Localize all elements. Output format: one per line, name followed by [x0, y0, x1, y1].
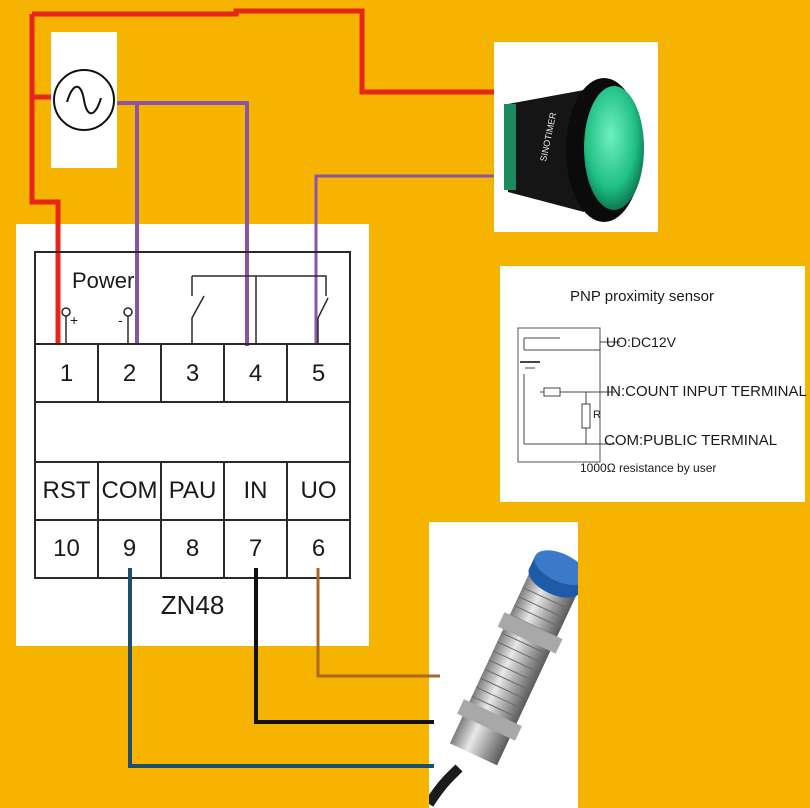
indicator-lamp: SINOTIMER	[504, 78, 644, 222]
red-wire	[29, 14, 61, 344]
ac-source-icon	[53, 69, 115, 131]
terminal-6: 6	[311, 535, 326, 562]
proximity-sensor	[429, 550, 578, 807]
purple-wire-lamp	[314, 174, 494, 344]
label-pau: PAU	[168, 477, 217, 504]
uo-terminal-label: UO:DC12V	[606, 334, 677, 350]
black-wire-in	[254, 568, 434, 724]
sensor-schematic	[517, 327, 620, 463]
sensor-panel	[429, 522, 578, 808]
terminal-4: 4	[248, 360, 263, 387]
terminal-5: 5	[311, 360, 326, 387]
sensor-spec-box: PNP proximity sensor R UO:DC12V	[500, 266, 807, 502]
resistor-label: R	[593, 409, 601, 421]
plus-sign: +	[70, 312, 79, 328]
label-rst: RST	[42, 477, 91, 504]
terminal-9: 9	[122, 535, 137, 562]
red-wire-top	[32, 8, 494, 95]
terminal-8: 8	[185, 535, 200, 562]
terminal-1: 1	[59, 360, 74, 387]
terminal-3: 3	[185, 360, 200, 387]
terminal-7: 7	[248, 535, 263, 562]
terminal-2: 2	[122, 360, 137, 387]
ac-source-panel	[51, 32, 117, 168]
controller-diagram	[34, 251, 351, 579]
model-label: ZN48	[160, 590, 225, 620]
power-label: Power	[72, 268, 135, 293]
terminal-10: 10	[53, 535, 80, 562]
com-terminal-label: COM:PUBLIC TERMINAL	[604, 432, 778, 449]
label-uo: UO	[300, 477, 337, 504]
brown-wire-uo	[316, 568, 440, 678]
label-com: COM	[101, 477, 158, 504]
in-terminal-label: IN:COUNT INPUT TERMINAL	[606, 383, 807, 400]
lamp-panel: SINOTIMER	[494, 42, 658, 232]
label-in: IN	[243, 477, 268, 504]
minus-sign: -	[118, 312, 123, 328]
spec-title: PNP proximity sensor	[570, 288, 714, 305]
blue-wire-com	[128, 568, 434, 768]
purple-wire-power	[117, 101, 249, 346]
resistance-note: 1000Ω resistance by user	[580, 461, 717, 475]
